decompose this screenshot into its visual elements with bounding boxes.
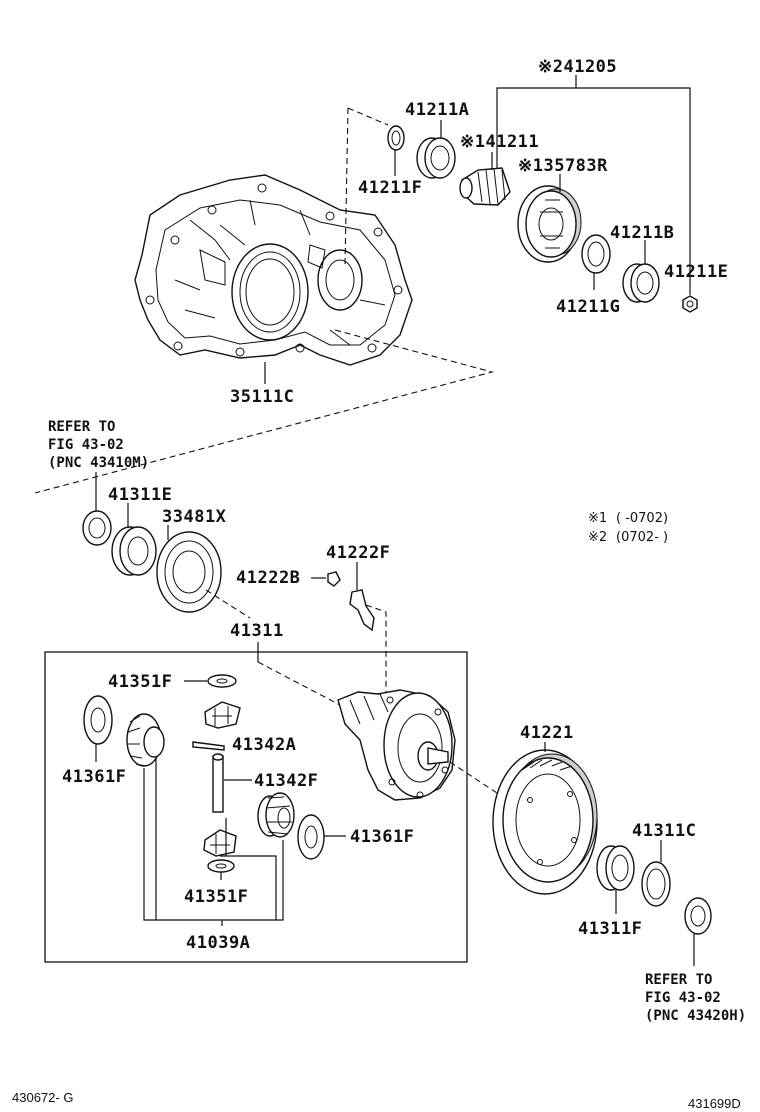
- refer-bottom-line1: REFER TO: [645, 972, 712, 988]
- ring-gear-41221: [492, 749, 598, 895]
- note1-mark: ※1: [588, 511, 607, 526]
- bearing-41311e: [111, 526, 157, 576]
- label-35783r: ※135783R: [518, 156, 608, 176]
- label-41205: ※241205: [538, 57, 617, 77]
- side-gear-left: [126, 713, 165, 767]
- plate-41222f: [349, 589, 375, 632]
- footer-right-code: 431699D: [688, 1096, 741, 1111]
- oil-seal-refer-top: [82, 510, 112, 546]
- label-35111c: 35111C: [230, 387, 294, 407]
- label-41211f-top: 41211F: [358, 178, 422, 198]
- seal-41211g: [581, 234, 611, 274]
- note2-range: (0702- ): [616, 530, 668, 545]
- label-41311c: 41311C: [632, 821, 696, 841]
- transaxle-case-drawing: [134, 174, 413, 366]
- label-41351f-bottom: 41351F: [184, 887, 248, 907]
- label-41211e: 41211E: [664, 262, 728, 282]
- label-41211g: 41211G: [556, 297, 620, 317]
- label-41311: 41311: [230, 621, 284, 641]
- label-41311f: 41311F: [578, 919, 642, 939]
- bearing-41211b: [622, 263, 660, 303]
- nut-41211e: [682, 295, 698, 313]
- washer-41351f-top: [207, 674, 237, 688]
- label-41211b: 41211B: [610, 223, 674, 243]
- refer-top-line3: (PNC 43410M): [48, 455, 149, 471]
- note2-mark: ※2: [588, 530, 607, 545]
- label-41039a: 41039A: [186, 933, 250, 953]
- label-41351f-top: 41351F: [108, 672, 172, 692]
- washer-41351f-bottom: [207, 859, 235, 873]
- label-41221: 41221: [520, 723, 574, 743]
- label-41342a: 41342A: [232, 735, 296, 755]
- label-41211a: 41211A: [405, 100, 469, 120]
- pinion-gear-top: [204, 701, 241, 729]
- gear-35783r: [517, 185, 582, 263]
- differential-case-drawing: [337, 689, 456, 801]
- label-41311e: 41311E: [108, 485, 172, 505]
- washer-41361f-left: [83, 695, 113, 745]
- pin-41342a: [192, 741, 225, 751]
- bearing-41311f: [596, 845, 635, 891]
- ring-41311c: [641, 861, 671, 907]
- pinion-41211: [459, 167, 511, 206]
- bearing-41211a: [416, 137, 456, 179]
- label-41222f: 41222F: [326, 543, 390, 563]
- footer-left-code: 430672- G: [12, 1090, 73, 1105]
- label-41361f-left: 41361F: [62, 767, 126, 787]
- subassembly-box: [44, 651, 468, 963]
- label-33481x: 33481X: [162, 507, 227, 527]
- label-41342f: 41342F: [254, 771, 318, 791]
- shaft-41342f: [212, 753, 224, 813]
- refer-top-line2: FIG 43-02: [48, 437, 124, 453]
- label-41222b: 41222B: [236, 568, 300, 588]
- seal-41211f: [387, 125, 405, 151]
- label-41211: ※141211: [460, 132, 539, 152]
- refer-bottom-line2: FIG 43-02: [645, 990, 721, 1006]
- seal-33481x: [156, 531, 222, 613]
- refer-bottom-line3: (PNC 43420H): [645, 1008, 746, 1024]
- washer-41361f-right: [297, 814, 325, 860]
- label-41361f-right: 41361F: [350, 827, 414, 847]
- bolt-41222b: [327, 571, 341, 587]
- side-gear-right: [257, 792, 295, 838]
- refer-top-line1: REFER TO: [48, 419, 115, 435]
- note1-range: ( -0702): [616, 511, 668, 526]
- pinion-gear-bottom: [203, 829, 237, 857]
- oil-seal-refer-bottom: [684, 897, 712, 935]
